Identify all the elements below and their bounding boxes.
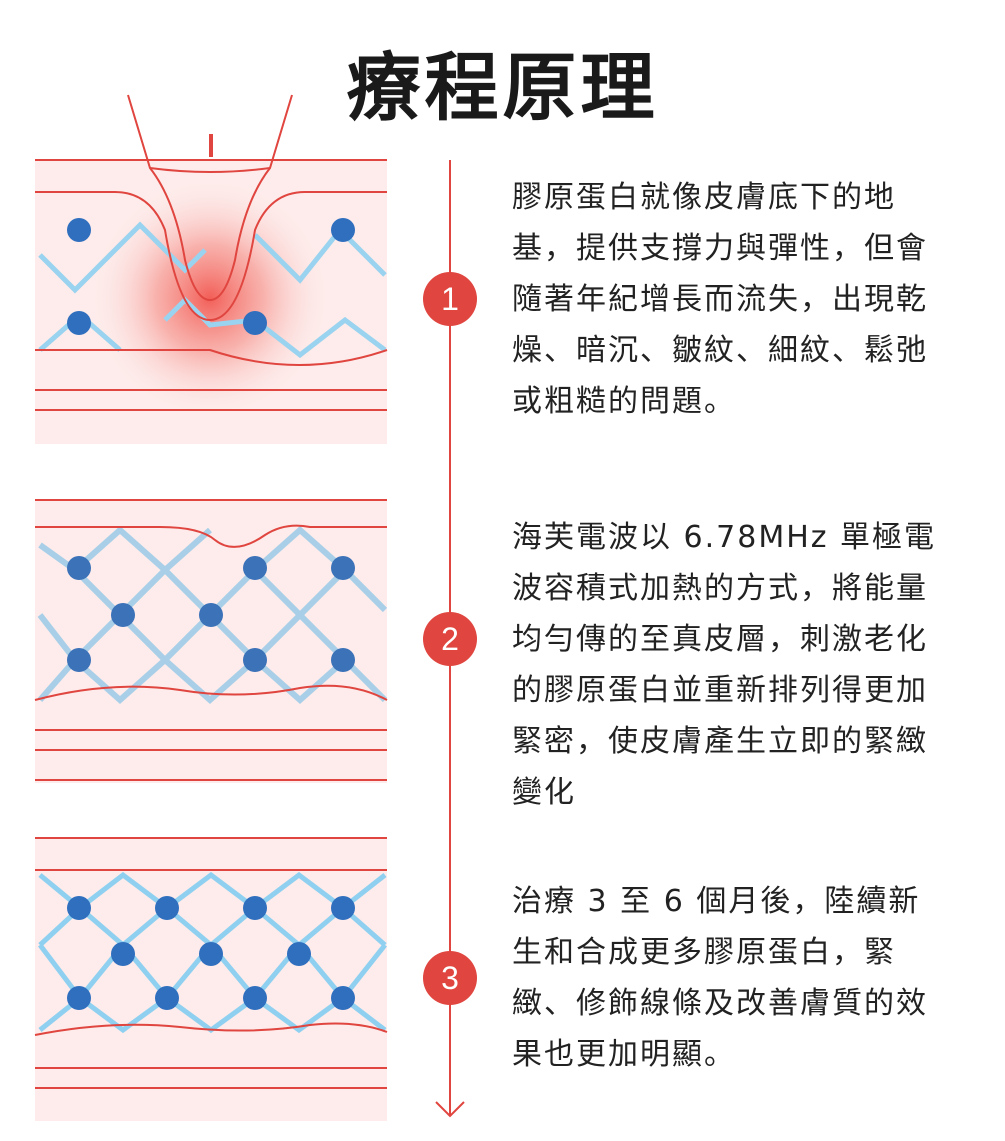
- skin-panel-regenerated: [34, 837, 388, 1121]
- collagen-dot: [243, 986, 267, 1010]
- collagen-dot: [67, 896, 91, 920]
- probe-edge: [149, 167, 271, 173]
- collagen-dot: [243, 556, 267, 580]
- collagen-dot: [199, 603, 223, 627]
- collagen-dot: [199, 942, 223, 966]
- skin-background: [35, 838, 387, 1121]
- heat-glow: [90, 178, 330, 418]
- collagen-dot: [331, 218, 355, 242]
- collagen-fiber: [38, 871, 387, 912]
- collagen-fiber: [38, 221, 207, 294]
- collagen-dot: [111, 603, 135, 627]
- step-1-description: 膠原蛋白就像皮膚底下的地基，提供支撐力與彈性，但會隨著年紀增長而流失，出現乾燥、…: [512, 180, 928, 419]
- skin-fold-line: [35, 524, 387, 548]
- skin-panel-heating: [34, 499, 388, 783]
- step-badge-3: 3: [423, 951, 477, 1005]
- collagen-fiber: [253, 226, 387, 284]
- collagen-fiber: [73, 525, 212, 575]
- collagen-dot: [243, 311, 267, 335]
- collagen-dot: [331, 648, 355, 672]
- collagen-dot: [331, 986, 355, 1010]
- collagen-dot: [331, 896, 355, 920]
- collagen-dot: [155, 986, 179, 1010]
- step-3-description: 治療 3 至 6 個月後，陸續新生和合成更多膠原蛋白，緊緻、修飾線條及改善膚質的…: [512, 884, 928, 1072]
- collagen-dot: [331, 556, 355, 580]
- page-title: 療程原理: [346, 45, 659, 131]
- step-badge-1: 1: [423, 272, 477, 326]
- collagen-dot: [287, 942, 311, 966]
- skin-panel-aging: [35, 94, 388, 444]
- collagen-dot: [67, 556, 91, 580]
- arrow-down-icon: [435, 1101, 465, 1118]
- collagen-dot: [111, 942, 135, 966]
- probe-tip: [127, 94, 293, 302]
- collagen-fiber: [37, 655, 388, 705]
- collagen-dot: [155, 896, 179, 920]
- step-badge-2: 2: [423, 612, 477, 666]
- skin-fold-line: [35, 191, 387, 322]
- dermis-line: [34, 1022, 388, 1036]
- dermis-line: [34, 684, 388, 701]
- collagen-fiber: [253, 525, 347, 573]
- collagen-dot: [243, 896, 267, 920]
- collagen-dot: [243, 648, 267, 672]
- collagen-dot: [67, 986, 91, 1010]
- collagen-dot: [67, 648, 91, 672]
- dermis-line: [35, 348, 388, 366]
- collagen-dot: [67, 218, 91, 242]
- collagen-dot: [67, 311, 91, 335]
- step-2-description: 海芙電波以 6.78MHz 單極電波容積式加熱的方式，將能量均勻傳的至真皮層，刺…: [512, 520, 937, 810]
- skin-background: [35, 500, 387, 783]
